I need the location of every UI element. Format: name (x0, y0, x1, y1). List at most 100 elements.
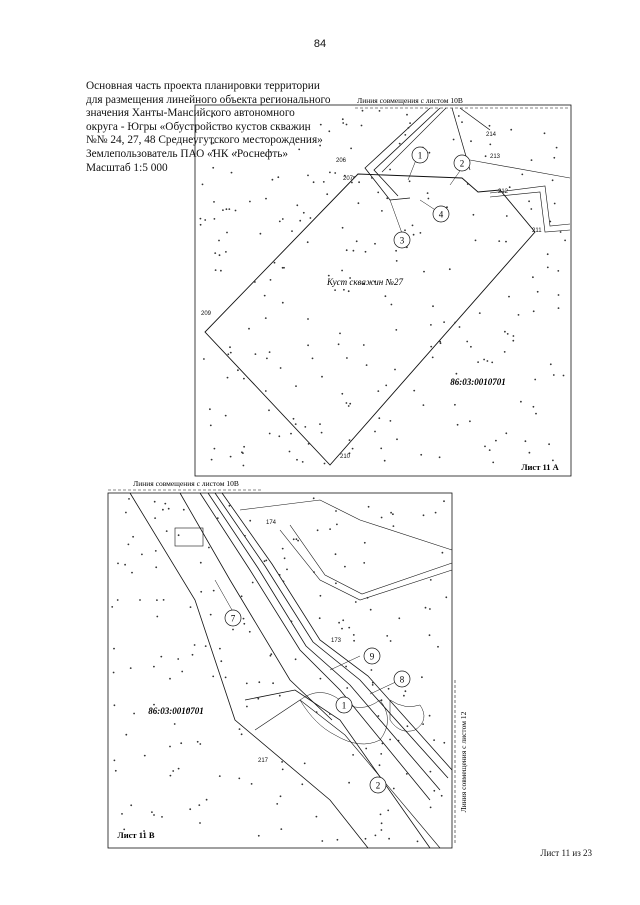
vegetation-dot (129, 667, 132, 669)
point-label: 209 (201, 311, 212, 317)
vegetation-dot (212, 675, 215, 678)
vegetation-dot (238, 777, 241, 780)
sheet-b-match-line-right-label: Линия совмещения с листом 12 (459, 711, 468, 812)
vegetation-dot (156, 599, 158, 601)
vegetation-dot (434, 511, 437, 514)
vegetation-dot (374, 430, 376, 433)
vegetation-dot (347, 405, 350, 407)
vegetation-dot (218, 254, 221, 257)
road-corridor-line (279, 529, 453, 601)
vegetation-dot (153, 500, 156, 503)
vegetation-dot (277, 176, 280, 179)
sheet-b-label: Лист 11 В (117, 830, 154, 840)
vegetation-dot (390, 511, 392, 514)
vegetation-dot (295, 385, 297, 387)
vegetation-dot (326, 193, 329, 196)
vegetation-dot (301, 461, 304, 463)
vegetation-dot (279, 795, 282, 798)
vegetation-dot (281, 266, 284, 269)
vegetation-dot (292, 417, 295, 420)
callout-number: 3 (400, 236, 405, 246)
vegetation-dot (396, 438, 398, 441)
vegetation-dot (303, 762, 306, 765)
vegetation-dot (227, 353, 230, 356)
vegetation-dot (439, 340, 441, 343)
vegetation-dot (335, 582, 337, 585)
vegetation-dot (380, 829, 383, 831)
vegetation-dot (329, 713, 331, 715)
road-corridor-line (129, 492, 369, 849)
vegetation-dot (348, 781, 350, 784)
vegetation-dot (381, 742, 384, 745)
vegetation-dot (398, 617, 401, 620)
vegetation-dot (133, 712, 136, 715)
vegetation-dot (346, 687, 349, 689)
vegetation-dot (212, 589, 215, 592)
vegetation-dot (344, 565, 346, 568)
vegetation-dot (210, 142, 213, 145)
callout-circle: 9 (363, 647, 381, 665)
page-number: 84 (313, 38, 327, 50)
vegetation-dot (364, 837, 367, 840)
road-corridor-line (381, 107, 447, 173)
vegetation-dot (181, 670, 184, 673)
vegetation-dot (240, 595, 243, 598)
vegetation-dot (319, 123, 322, 126)
vegetation-dot (412, 233, 415, 236)
point-label: 206 (336, 158, 347, 164)
vegetation-dot (555, 146, 558, 149)
vegetation-dot (429, 770, 432, 773)
vegetation-dot (380, 822, 383, 825)
vegetation-dot (388, 837, 390, 840)
vegetation-dot (204, 219, 207, 221)
vegetation-dot (378, 764, 381, 767)
vegetation-dot (244, 534, 246, 537)
vegetation-dot (316, 529, 319, 532)
cadastral-number-b: 86:03:0010701 (148, 706, 204, 716)
vegetation-dot (282, 580, 285, 583)
vegetation-dot (186, 708, 189, 711)
vegetation-dot (189, 606, 192, 608)
vegetation-dot (520, 400, 522, 403)
vegetation-dot (546, 253, 549, 256)
point-label: 211 (532, 228, 542, 234)
vegetation-dot (281, 301, 284, 304)
vegetation-dot (466, 183, 469, 185)
vegetation-dot (353, 639, 355, 642)
vegetation-dot (307, 443, 310, 445)
vegetation-dot (508, 186, 511, 189)
vegetation-dot (320, 431, 323, 434)
vegetation-dot (469, 420, 471, 423)
vegetation-dot (278, 435, 281, 438)
vegetation-dot (339, 332, 341, 335)
vegetation-dot (222, 209, 224, 212)
vegetation-dot (354, 601, 357, 603)
vegetation-dot (229, 351, 232, 354)
vegetation-dot (341, 269, 343, 272)
vegetation-dot (483, 358, 485, 361)
vegetation-dot (535, 412, 537, 415)
vegetation-dot (491, 361, 494, 364)
vegetation-dot (245, 682, 248, 685)
vegetation-dot (211, 115, 213, 118)
vegetation-dot (334, 553, 337, 556)
vegetation-dot (199, 561, 202, 564)
road-corridor-line (207, 492, 441, 791)
vegetation-dot (321, 840, 324, 842)
vegetation-dot (426, 192, 429, 195)
vegetation-dot (257, 834, 260, 837)
vegetation-dot (510, 128, 513, 131)
vegetation-dot (312, 181, 315, 184)
vegetation-dot (358, 181, 360, 184)
vegetation-dot (199, 217, 202, 220)
vegetation-dot (189, 808, 192, 811)
vegetation-dot (266, 357, 268, 360)
vegetation-dot (240, 733, 243, 736)
vegetation-dot (271, 178, 274, 181)
vegetation-dot (205, 798, 208, 801)
vegetation-dot (362, 344, 365, 346)
vegetation-dot (422, 723, 424, 725)
vegetation-dot (532, 310, 535, 313)
vegetation-dot (552, 374, 555, 376)
road-corridor-line (221, 492, 453, 771)
